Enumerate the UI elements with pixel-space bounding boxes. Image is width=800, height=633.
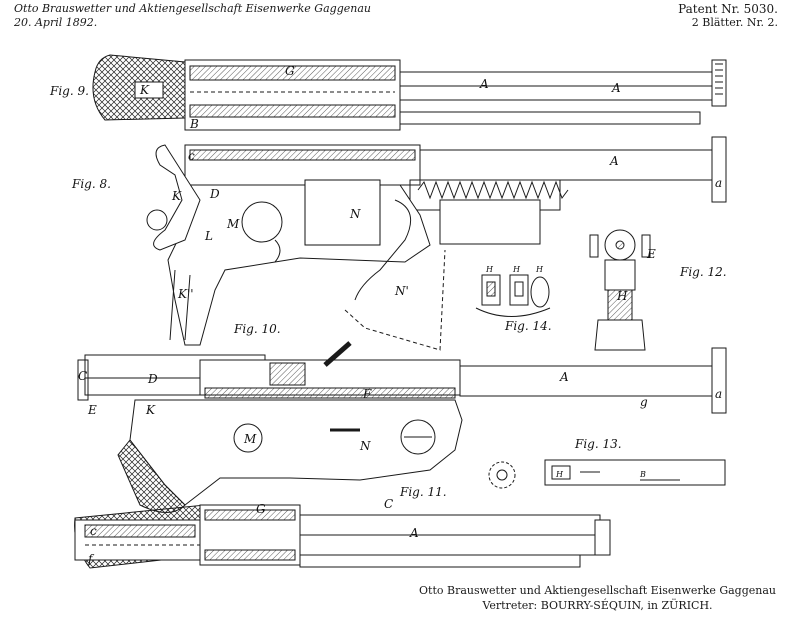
fig9-label-A: A (479, 77, 489, 91)
fig8-drawing (146, 136, 727, 351)
fig10-label-M: M (243, 432, 257, 446)
fig8-label-D: D (209, 187, 220, 201)
fig9-caption: Fig. 9. (49, 84, 89, 98)
fig8-caption: Fig. 8. (71, 177, 111, 191)
fig12-drawing (589, 229, 651, 351)
fig10-caption: Fig. 10. (233, 322, 281, 336)
fig9-drawing (92, 54, 727, 131)
fig11-caption: Fig. 11. (399, 485, 447, 499)
fig14-label-H3: H (535, 265, 544, 274)
fig8-hammer (153, 144, 201, 251)
fig8-label-M: M (226, 217, 240, 231)
sheet-number: 2 Blätter. Nr. 2. (691, 16, 778, 29)
fig10-label-a: a (715, 387, 722, 401)
fig13-drawing (488, 459, 726, 489)
fig10-label-F: F (362, 387, 372, 401)
fig12-caption: Fig. 12. (679, 265, 727, 279)
fig8-trigger-guard (241, 201, 283, 243)
fig14-label-H1: H (485, 265, 494, 274)
fig11-drawing (74, 504, 611, 569)
fig11-label-f: f (87, 552, 95, 566)
footer-representative: Vertreter: BOURRY-SÉQUIN, in ZÜRICH. (482, 599, 713, 612)
fig10-barrel (459, 365, 716, 397)
fig8-label-a: a (715, 176, 722, 190)
fig14-drawing (475, 274, 551, 317)
fig8-spring (417, 180, 569, 200)
fig8-frame (167, 184, 431, 346)
fig10-label-N: N (359, 439, 371, 453)
fig10-label-A: A (559, 370, 569, 384)
fig8-barrel (419, 149, 716, 181)
fig11-muzzle (594, 519, 611, 556)
footer-applicant: Otto Brauswetter und Aktiengesellschaft … (419, 584, 776, 597)
patent-number: Patent Nr. 5030. (678, 2, 778, 16)
fig9-label-K: K (139, 83, 150, 97)
fig9-label-B: B (189, 117, 199, 131)
fig12-label-E: E (646, 247, 656, 261)
fig12-label-H: H (616, 289, 628, 303)
fig8-label-N: N (349, 207, 361, 221)
fig10-screw-M (233, 423, 263, 453)
footer: Otto Brauswetter und Aktiengesellschaft … (419, 583, 776, 613)
fig11-label-A: A (409, 526, 419, 540)
fig10-label-D: D (147, 372, 158, 386)
fig8-label-c: c (188, 149, 195, 163)
fig8-dashed-plate (344, 249, 446, 351)
patent-date: 20. April 1892. (14, 16, 98, 29)
fig8-label-L: L (204, 229, 213, 243)
fig8-label-K-double-prime: K'' (177, 287, 194, 301)
fig10-label-g: g (640, 395, 648, 409)
fig11-label-C: C (384, 497, 393, 511)
header-right: Patent Nr. 5030. 2 Blätter. Nr. 2. (678, 2, 778, 30)
fig13-label-H: H (555, 470, 564, 479)
fig13-caption: Fig. 13. (574, 437, 622, 451)
applicant-name: Otto Brauswetter und Aktiengesellschaft … (14, 2, 371, 15)
fig10-muzzle (711, 347, 727, 414)
fig8-lever (354, 199, 412, 301)
fig13-label-B: B (639, 470, 646, 479)
fig8-label-A: A (609, 154, 619, 168)
fig11-label-G: G (256, 502, 266, 516)
fig9-label-A-barrel: A (611, 81, 621, 95)
fig8-muzzle (711, 136, 727, 203)
fig10-label-C: C (78, 369, 87, 383)
fig8-magazine-plate (304, 179, 381, 246)
fig14-label-H2: H (512, 265, 521, 274)
fig14-caption: Fig. 14. (504, 319, 552, 333)
fig8-label-N-prime: N' (394, 284, 409, 298)
fig10-drawing (77, 341, 727, 513)
fig10-label-E: E (87, 403, 97, 417)
fig11-label-c: c (90, 524, 97, 538)
fig10-label-K: K (145, 403, 156, 417)
fig10-screw (400, 419, 436, 455)
header-left: Otto Brauswetter und Aktiengesellschaft … (14, 2, 371, 30)
fig9-muzzle (711, 59, 727, 107)
fig8-label-K: K (171, 189, 182, 203)
fig9-label-G: G (285, 64, 295, 78)
